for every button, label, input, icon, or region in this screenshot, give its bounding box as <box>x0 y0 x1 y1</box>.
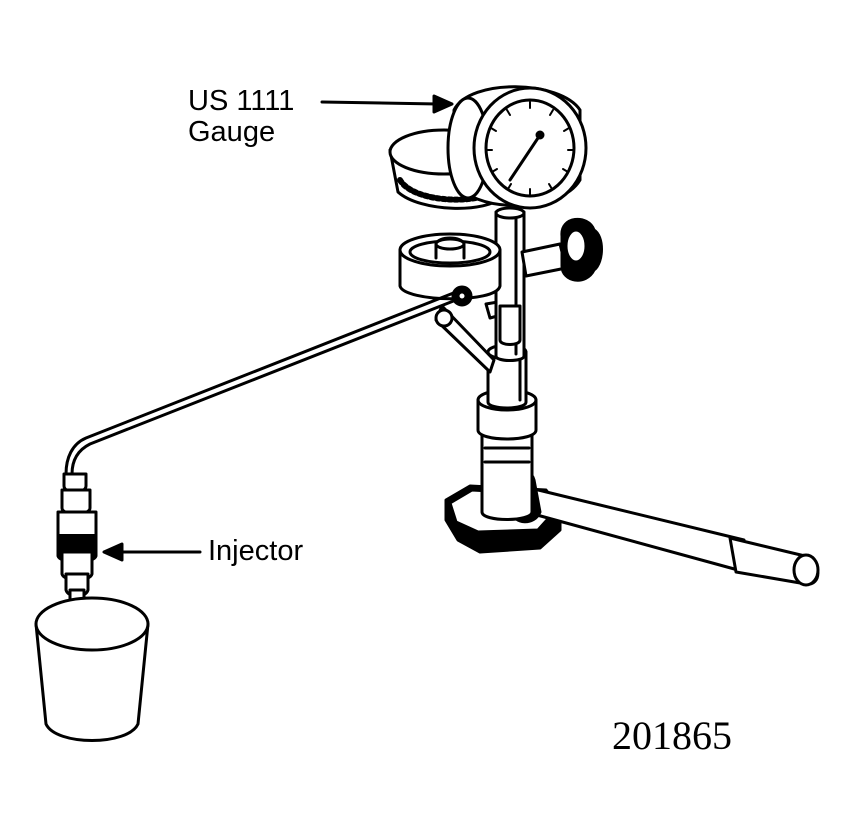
figure-number: 201865 <box>612 713 732 758</box>
injector-callout: Injector <box>208 535 304 567</box>
gauge-stem <box>494 206 526 362</box>
gauge-callout-line1: US 1111 <box>188 85 295 117</box>
gauge-callout: US 1111 Gauge <box>188 86 294 148</box>
pressure-line <box>64 285 473 476</box>
collection-beaker <box>34 596 150 742</box>
pump-column <box>476 343 538 521</box>
reservoir <box>398 232 502 301</box>
injector-arrowhead <box>102 542 124 562</box>
injector <box>56 472 98 607</box>
gauge-leader-line <box>320 100 440 106</box>
gauge-callout-line2: Gauge <box>188 116 276 148</box>
pressure-gauge <box>446 85 588 210</box>
valve-knob <box>520 217 603 282</box>
leader-arrows <box>102 94 454 562</box>
gauge-arrowhead <box>432 94 454 114</box>
